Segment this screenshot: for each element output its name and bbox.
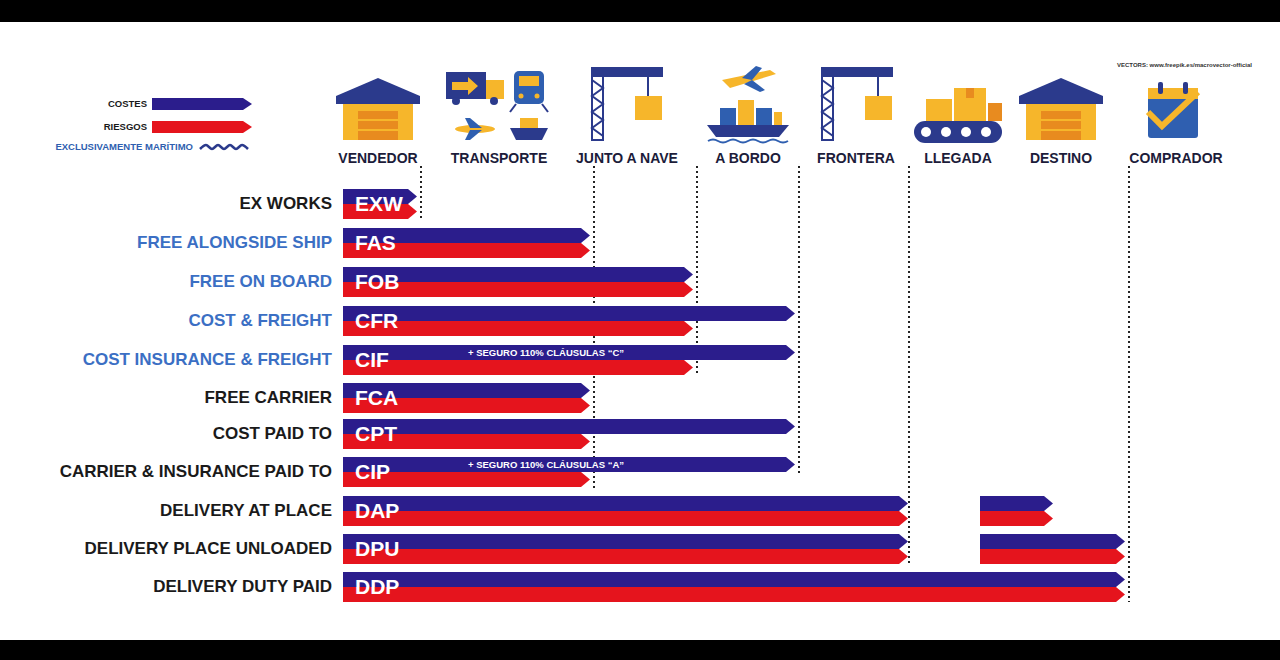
cost-arrow <box>343 457 795 472</box>
incoterm-name: DELIVERY PLACE UNLOADED <box>85 539 332 559</box>
incoterm-name: COST INSURANCE & FREIGHT <box>83 350 332 370</box>
incoterm-code: DAP <box>355 496 399 526</box>
top-band <box>0 0 1280 22</box>
incoterm-name: COST & FREIGHT <box>188 311 332 331</box>
bar-arrows <box>343 572 1129 602</box>
incoterm-code: EXW <box>355 189 403 219</box>
risk-arrow <box>343 587 1125 602</box>
incoterm-code: CIF <box>355 345 389 375</box>
incoterm-name: CARRIER & INSURANCE PAID TO <box>60 462 332 482</box>
legend-swatch <box>152 121 252 133</box>
bar-arrows <box>343 306 799 336</box>
incoterm-code: DDP <box>355 572 399 602</box>
incoterm-name: FREE ALONGSIDE SHIP <box>137 233 332 253</box>
watermark: VECTORS: www.freepik.es/macrovector-offi… <box>1117 61 1252 69</box>
incoterm-name: DELIVERY DUTY PAID <box>153 577 332 597</box>
ship-icon <box>707 66 789 143</box>
risk-arrow <box>343 511 908 526</box>
bar-arrows <box>343 496 1057 526</box>
incoterm-code: DPU <box>355 534 399 564</box>
legend-wave <box>200 145 248 149</box>
incoterm-code: CPT <box>355 419 397 449</box>
legend-text: COSTES <box>108 98 147 110</box>
incoterm-bar: CIF + SEGURO 110% CLÁUSULAS “C” <box>343 345 799 375</box>
incoterm-bar: EXW <box>343 189 421 219</box>
incoterm-name: FREE ON BOARD <box>189 272 332 292</box>
conveyor-icon <box>914 88 1002 143</box>
risk-arrow <box>343 360 693 375</box>
incoterm-code: FCA <box>355 383 398 413</box>
cost-arrow <box>343 572 1125 587</box>
stage-heading: VENDEDOR <box>338 150 417 166</box>
bottom-band <box>0 640 1280 660</box>
risk-arrow <box>980 511 1053 526</box>
insurance-note: + SEGURO 110% CLÁUSULAS “A” <box>468 458 624 471</box>
incoterm-bar: FAS <box>343 228 594 258</box>
incoterm-bar: FOB <box>343 267 697 297</box>
insurance-note: + SEGURO 110% CLÁUSULAS “C” <box>468 346 624 359</box>
cost-arrow <box>343 345 795 360</box>
incoterm-bar: DPU <box>343 534 1129 564</box>
stage-heading: LLEGADA <box>924 150 992 166</box>
incoterm-name: FREE CARRIER <box>204 388 332 408</box>
calendar-icon <box>1148 82 1198 138</box>
incoterm-code: CIP <box>355 457 390 487</box>
bar-arrows <box>343 419 799 449</box>
cost-arrow <box>343 306 795 321</box>
incoterm-bar: DDP <box>343 572 1129 602</box>
incoterm-bar: CIP + SEGURO 110% CLÁUSULAS “A” <box>343 457 799 487</box>
incoterm-code: FAS <box>355 228 396 258</box>
bar-arrows <box>343 534 1129 564</box>
transport-icons <box>446 71 548 140</box>
incoterm-code: CFR <box>355 306 398 336</box>
cost-arrow <box>343 419 795 434</box>
crane-icon <box>822 68 892 140</box>
risk-arrow <box>980 549 1125 564</box>
stage-heading: COMPRADOR <box>1129 150 1222 166</box>
warehouse-icon <box>1019 78 1103 140</box>
cost-arrow <box>343 496 908 511</box>
risk-arrow <box>343 549 908 564</box>
legend-text: RIESGOS <box>104 121 147 133</box>
incoterm-code: FOB <box>355 267 399 297</box>
cost-arrow <box>980 534 1125 549</box>
stage-heading: FRONTERA <box>817 150 895 166</box>
cost-arrow <box>980 496 1053 511</box>
incoterm-bar: CFR <box>343 306 799 336</box>
cost-arrow <box>343 534 908 549</box>
stage-heading: JUNTO A NAVE <box>576 150 678 166</box>
incoterm-bar: DAP <box>343 496 1057 526</box>
legend-text: EXCLUSIVAMENTE MARÍTIMO <box>55 141 193 153</box>
stage-heading: TRANSPORTE <box>451 150 547 166</box>
incoterm-bar: CPT <box>343 419 799 449</box>
stage-heading: A BORDO <box>715 150 781 166</box>
incoterm-name: EX WORKS <box>239 194 332 214</box>
incoterm-name: DELIVERY AT PLACE <box>160 501 332 521</box>
warehouse-icon <box>336 78 420 140</box>
incoterm-name: COST PAID TO <box>213 424 332 444</box>
legend-swatch <box>152 98 252 110</box>
stage-heading: DESTINO <box>1030 150 1092 166</box>
incoterm-bar: FCA <box>343 383 594 413</box>
crane-icon <box>592 68 662 140</box>
